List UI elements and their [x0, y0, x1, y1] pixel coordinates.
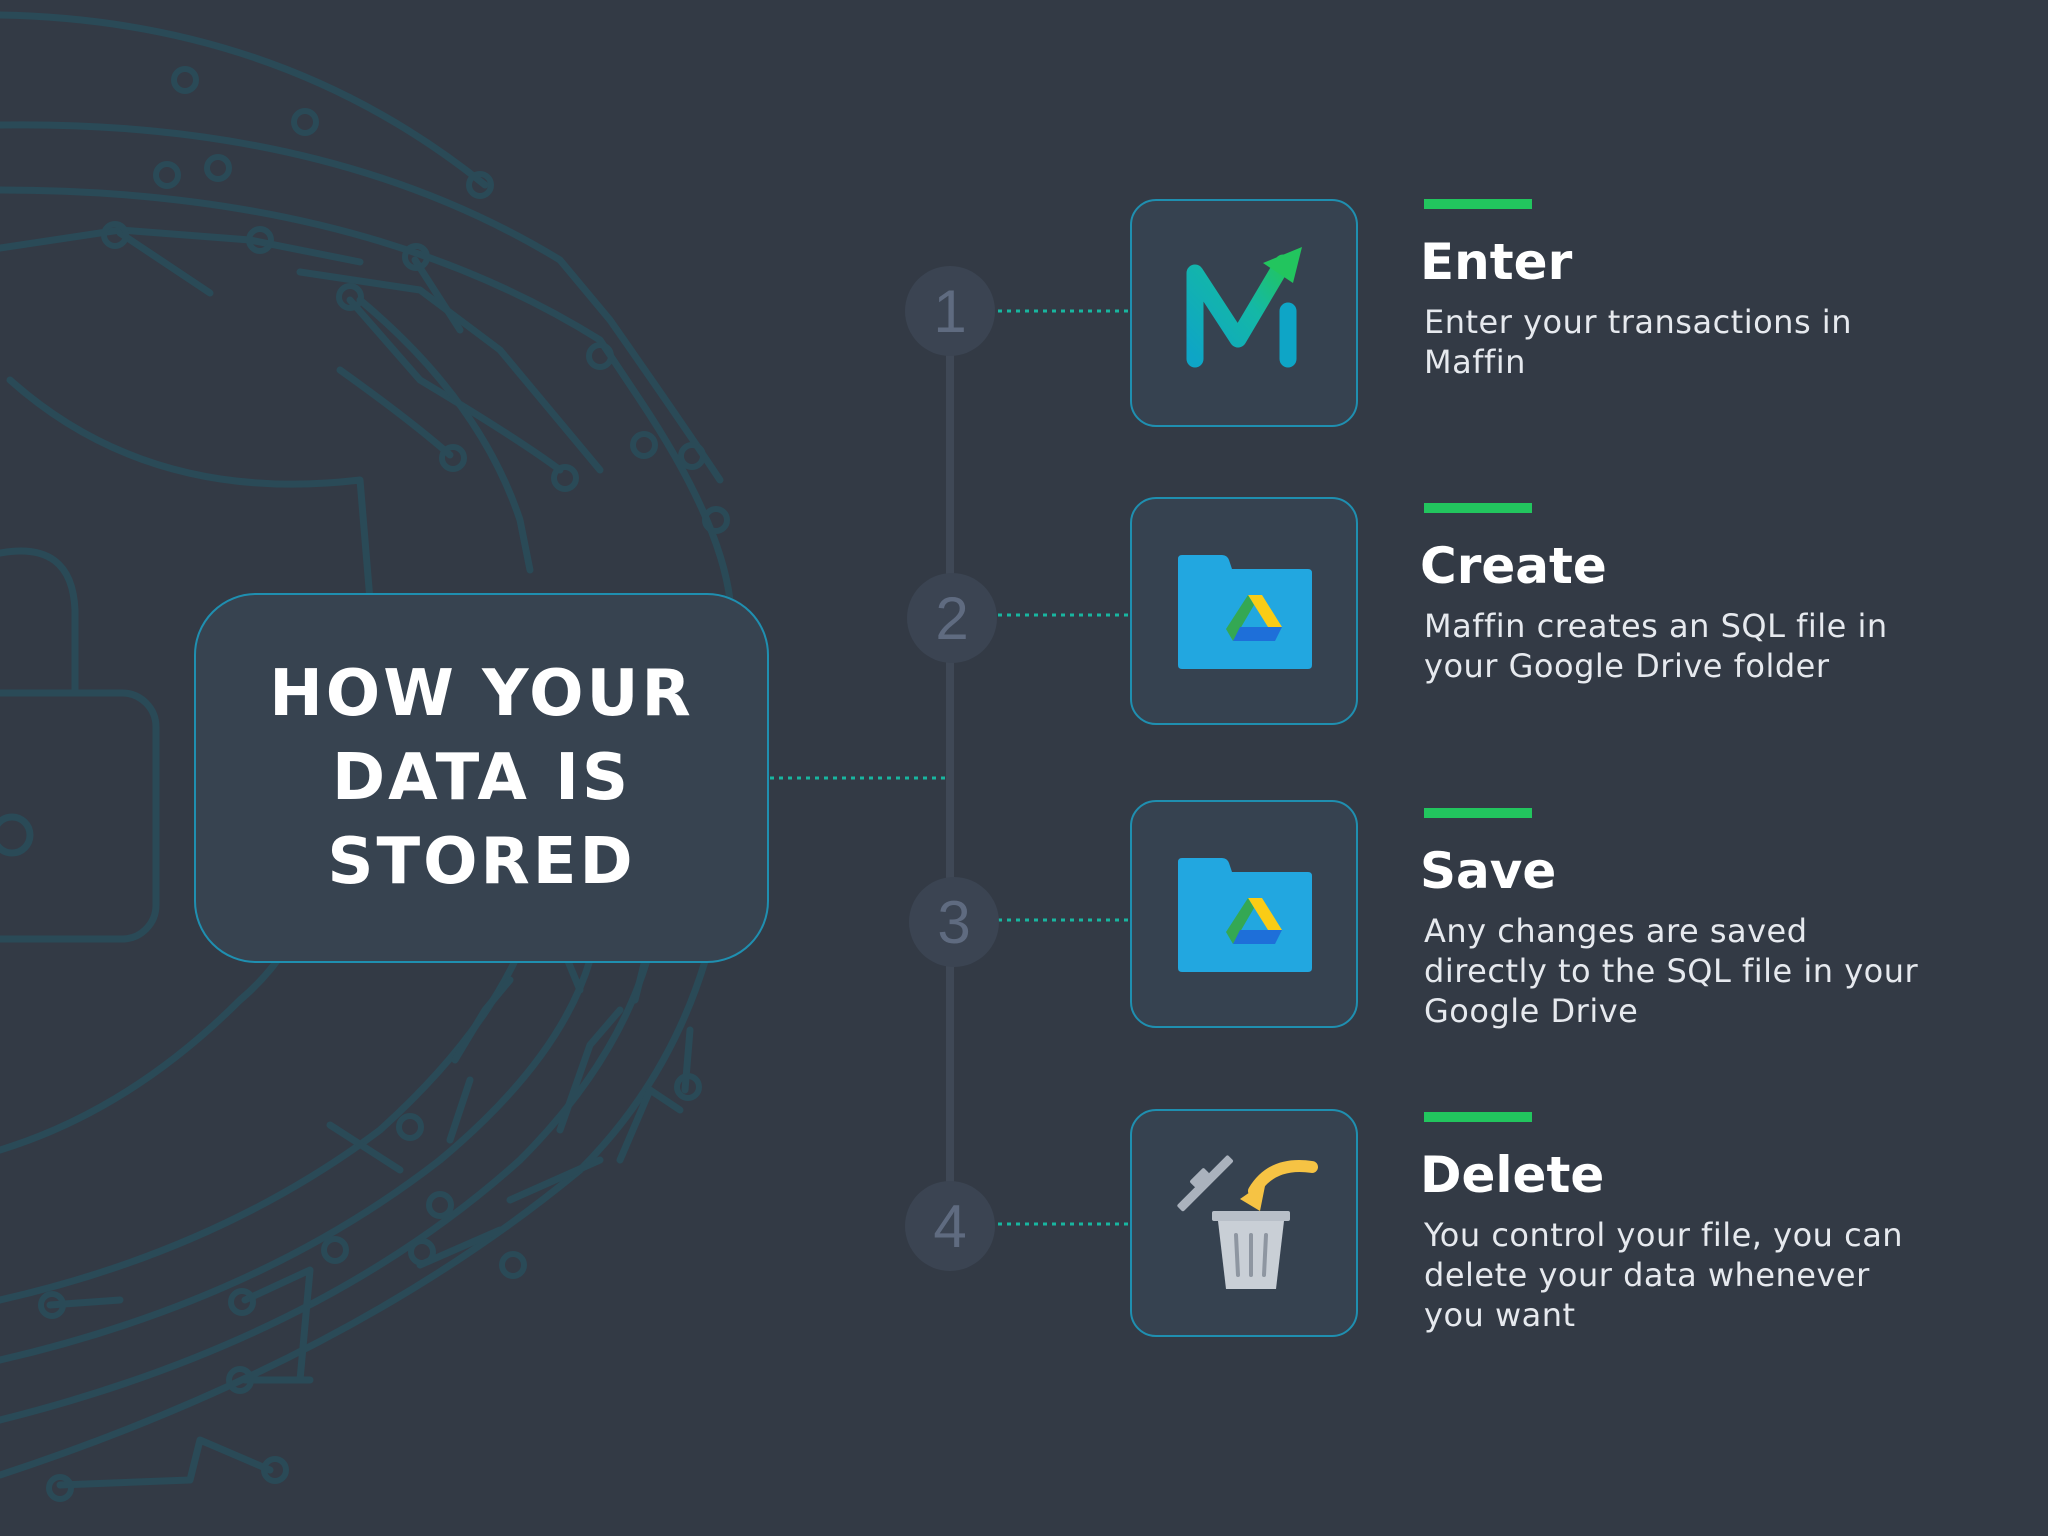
step-number: 4	[933, 1193, 966, 1260]
diagram-title: HOW YOUR DATA IS STORED	[269, 657, 694, 899]
step-number: 1	[933, 278, 966, 345]
step-title: Save	[1420, 842, 1557, 900]
google-drive-folder-icon	[1178, 555, 1312, 669]
step-accent-bar	[1424, 808, 1532, 818]
maffin-logo-icon	[1186, 247, 1302, 368]
google-drive-folder-icon	[1178, 858, 1312, 972]
step-icon-box-save	[1130, 800, 1358, 1028]
trash-bin-icon	[1177, 1155, 1318, 1289]
padlock-shackle	[0, 547, 79, 694]
step-description: You control your file, you can delete yo…	[1424, 1216, 1904, 1334]
step-number-circle	[907, 573, 997, 663]
step-title: Delete	[1420, 1146, 1605, 1204]
step-accent-bar	[1424, 199, 1532, 209]
padlock-body	[0, 689, 160, 943]
step-accent-bar	[1424, 1112, 1532, 1122]
step-description: Maffin creates an SQL file in your Googl…	[1424, 607, 1888, 685]
step-number-circle	[905, 266, 995, 356]
title-box: HOW YOUR DATA IS STORED	[194, 593, 769, 963]
step-number: 3	[937, 889, 970, 956]
step-title: Create	[1420, 537, 1607, 595]
step-title: Enter	[1420, 233, 1573, 291]
step-icon-box-create	[1130, 497, 1358, 725]
step-number: 2	[935, 585, 968, 652]
step-description: Any changes are saved directly to the SQ…	[1424, 912, 1919, 1030]
step-description: Enter your transactions in Maffin	[1424, 303, 1852, 381]
step-icon-box-enter	[1130, 199, 1358, 427]
step-number-circle	[909, 877, 999, 967]
step-icon-box-delete	[1130, 1109, 1358, 1337]
step-accent-bar	[1424, 503, 1532, 513]
step-number-circle	[905, 1181, 995, 1271]
